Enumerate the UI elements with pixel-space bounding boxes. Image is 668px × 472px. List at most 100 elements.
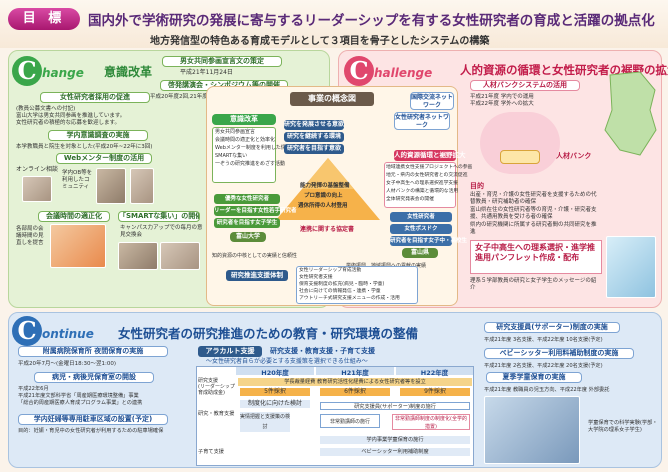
concept-left-item: 一ぞうの研究推進をめざす活動 <box>215 161 286 167</box>
change-item-declaration: 男女共同参画宣言文の策定 <box>162 56 282 67</box>
support-item: 保育支援制度の拡充(病児・臨時・学童) <box>299 282 385 287</box>
concept-left-item: SMARTな集い <box>215 153 248 159</box>
table-col-h20: H20年度 <box>236 367 314 377</box>
support-item: アウトリーチ式研究支援メニューの作成・活用 <box>299 296 400 301</box>
center-motivation-aim: 研究者を目指す意欲 <box>284 144 344 154</box>
right-list-item: 女性ポスドク <box>390 224 452 234</box>
concept-right-item: 全体研究発表会の開催 <box>386 197 434 202</box>
continue-title: 女性研究者の研究推進のための教育・研究環境の整備 <box>118 326 419 341</box>
meeting-poster <box>50 224 106 268</box>
concept-left-list <box>212 127 276 183</box>
change-item-lecture-note: 平成20年度2回,21年度4回,22年度2回(予定) <box>150 93 261 101</box>
row1-a: 5件採択 <box>240 388 310 396</box>
pamphlet-box: 女子中高生への理系選択・進学推進用パンフレット作成・配布 <box>470 240 602 274</box>
change-item-recruit: 女性研究者採用の促進 <box>40 92 150 103</box>
continue-right-2: ベビーシッター利用料補助制度の実施 <box>484 348 634 359</box>
continue-word: ontinue <box>42 327 94 341</box>
change-word: hange <box>42 66 84 80</box>
bank-diagram-center <box>500 150 540 164</box>
concept-left-item: Webメンター制度を利用した情報 <box>215 145 291 151</box>
pyramid <box>276 158 380 220</box>
continue-right-3: 夏季学童保育の実施 <box>486 372 582 383</box>
challenge-title: 人的資源の循環と女性研究者の裾野の拡大 <box>460 63 668 77</box>
continue-right-1: 研究支援員(サポーター)制度の実施 <box>484 322 620 333</box>
continue-right-2-note: 平成21年度 2名支援、平成22年度 20名支援(予定) <box>484 363 603 369</box>
change-letter: C <box>12 56 42 86</box>
table-col-h22: H22年度 <box>396 367 473 377</box>
left-list-item: 研究者を目指す女子学生 <box>214 218 280 228</box>
table-col-h21: H21年度 <box>316 367 394 377</box>
row2-e: 非常勤講師制度の制度化(全学的措置) <box>392 414 470 430</box>
alacart-sub: 研究支援・教育支援・子育て支援 <box>270 347 375 355</box>
continue-left-2-note: 平成22年6月 平成21年度文部科学省「周産期医療環境整備」事業 「総合的周産期… <box>18 386 143 406</box>
pyramid-top: 週休所得の人材登用 <box>298 203 348 209</box>
header-band <box>0 0 668 48</box>
support-item: 社会に向けての情報発信・連携・学童 <box>299 289 381 294</box>
pyramid-mid: プロ意識の向上 <box>304 193 343 199</box>
change-item-meeting-note: 各部局の会議時間の見直しを提言 <box>16 226 44 246</box>
pamphlet-cover <box>606 236 656 298</box>
network-female: 女性研究者ネットワーク <box>394 112 450 130</box>
bank-note: 平成21年度 学内での運用 平成22年度 学外への拡大 <box>470 94 534 107</box>
concept-right-item: 地元・県内の女性研究者との交流促進 <box>386 173 468 178</box>
row-head-childcare: 子育て支援 <box>198 449 224 455</box>
continue-left-3-note: 目的：妊娠・育児中の女性研究者が利用するための駐車場確保 <box>18 428 164 434</box>
change-item-declaration-note: 平成21年11月24日 <box>180 69 233 76</box>
support-item: 女性研究者支援 <box>299 275 333 280</box>
smart-photo-1 <box>118 242 158 270</box>
row1-b: 6件採択 <box>320 388 390 396</box>
toyama-map <box>604 71 657 156</box>
support-item: 女性リーダーシップ育成活動 <box>299 268 362 273</box>
alacart-note: ～女性研究者自らが必要とする支援策を選択できる仕組み～ <box>206 358 368 365</box>
change-item-survey: 学内意識調査の実施 <box>48 130 148 141</box>
concept-left-item: 会議時間の適正化と効率化 <box>215 137 276 143</box>
row3-b: ベビーシッター利用補助制度 <box>320 448 470 456</box>
challenge-word: hallenge <box>374 66 433 80</box>
goal-text: 国内外で学術研究の発展に寄与するリーダーシップを有する女性研究者の育成と活躍の拠… <box>88 13 655 29</box>
smart-photo-2 <box>160 242 200 270</box>
univ-label: 富山大学 <box>230 232 266 242</box>
left-bottom: 知的資源の中核としての実績と信頼性 <box>212 253 297 259</box>
gakudo-photo <box>484 396 580 464</box>
bank-title: 人材バンクシステムの活用 <box>470 80 580 91</box>
continue-left-2: 病児・病後児保育室の開設 <box>34 372 154 383</box>
support-list <box>296 266 418 304</box>
web-screenshot <box>96 168 126 204</box>
concept-left-head: 意識改革 <box>212 114 276 125</box>
purpose-item-1: 出産・育児・介護の女性研究者を支援するための代替教員・研究補助者の確保 <box>470 192 597 205</box>
row-head-education: 研究・教育支援 <box>198 411 235 417</box>
pc-illustration <box>22 176 52 202</box>
left-list-item: リーダーを目指す女性若手研究者 <box>214 206 297 216</box>
concept-right-item: 地域連携女性支援プロジェクトへの参画 <box>386 165 473 170</box>
bank-diagram <box>480 112 560 174</box>
change-item-smart: 「SMARTな集い」の開催 <box>118 211 200 222</box>
center-environment: 研究を継続する環境 <box>284 132 344 142</box>
row3-a: 学内事業学童保育の施行 <box>320 436 470 444</box>
concept-title: 事業の概念図 <box>290 92 374 106</box>
row1-c: 9件採択 <box>400 388 470 396</box>
concept-right-head: 人的資源循環と裾野拡大 <box>394 150 466 161</box>
right-list-item: 研究者を目指す女子中・高校生 <box>390 236 468 246</box>
change-item-meeting: 会議時間の適正化 <box>38 211 110 222</box>
right-list-item: 女性研究者 <box>390 212 452 222</box>
concept-left-item: 男女共同参画宣言 <box>215 129 256 135</box>
alacart-label: アラカルト支援 <box>198 346 262 357</box>
cooperation-label: 連携に関する協定書 <box>300 226 355 233</box>
web-screenshot-2 <box>130 168 154 204</box>
purpose-item-3: 県内の研究機関に所属する研究者間の共同研究を推進 <box>470 222 597 235</box>
row1-bar: 学長裁量経費 教育研究活性化経費による女性研究者等を設立 <box>238 378 472 386</box>
network-international: 国際交流ネットワーク <box>410 92 454 110</box>
continue-left-1-note: 平成20年7月～(金曜日18:30～翌1:00) <box>18 361 116 367</box>
left-list-item: 優秀な女性研究者 <box>214 194 280 204</box>
support-head: 研究推進支援体制 <box>226 270 288 281</box>
continue-left-1: 附属病院保育所 夜間保育の実施 <box>18 346 168 357</box>
center-motivation-develop: 研究を発展させる意欲 <box>284 120 345 130</box>
change-title: 意識改革 <box>104 65 153 79</box>
row2-b: 実情把握と支援策の検討 <box>240 412 291 432</box>
row2-d: 非常勤講師の施行 <box>320 414 380 428</box>
challenge-letter: C <box>344 56 374 86</box>
bank-label: 人材バンク <box>556 152 592 160</box>
web-side-note: 学内OB等を利用したコミュニティ <box>62 170 93 190</box>
continue-right-1-note: 平成21年度 3名支援、平成22年度 10名支援(予定) <box>484 337 603 343</box>
purpose-label: 目的 <box>470 182 484 190</box>
